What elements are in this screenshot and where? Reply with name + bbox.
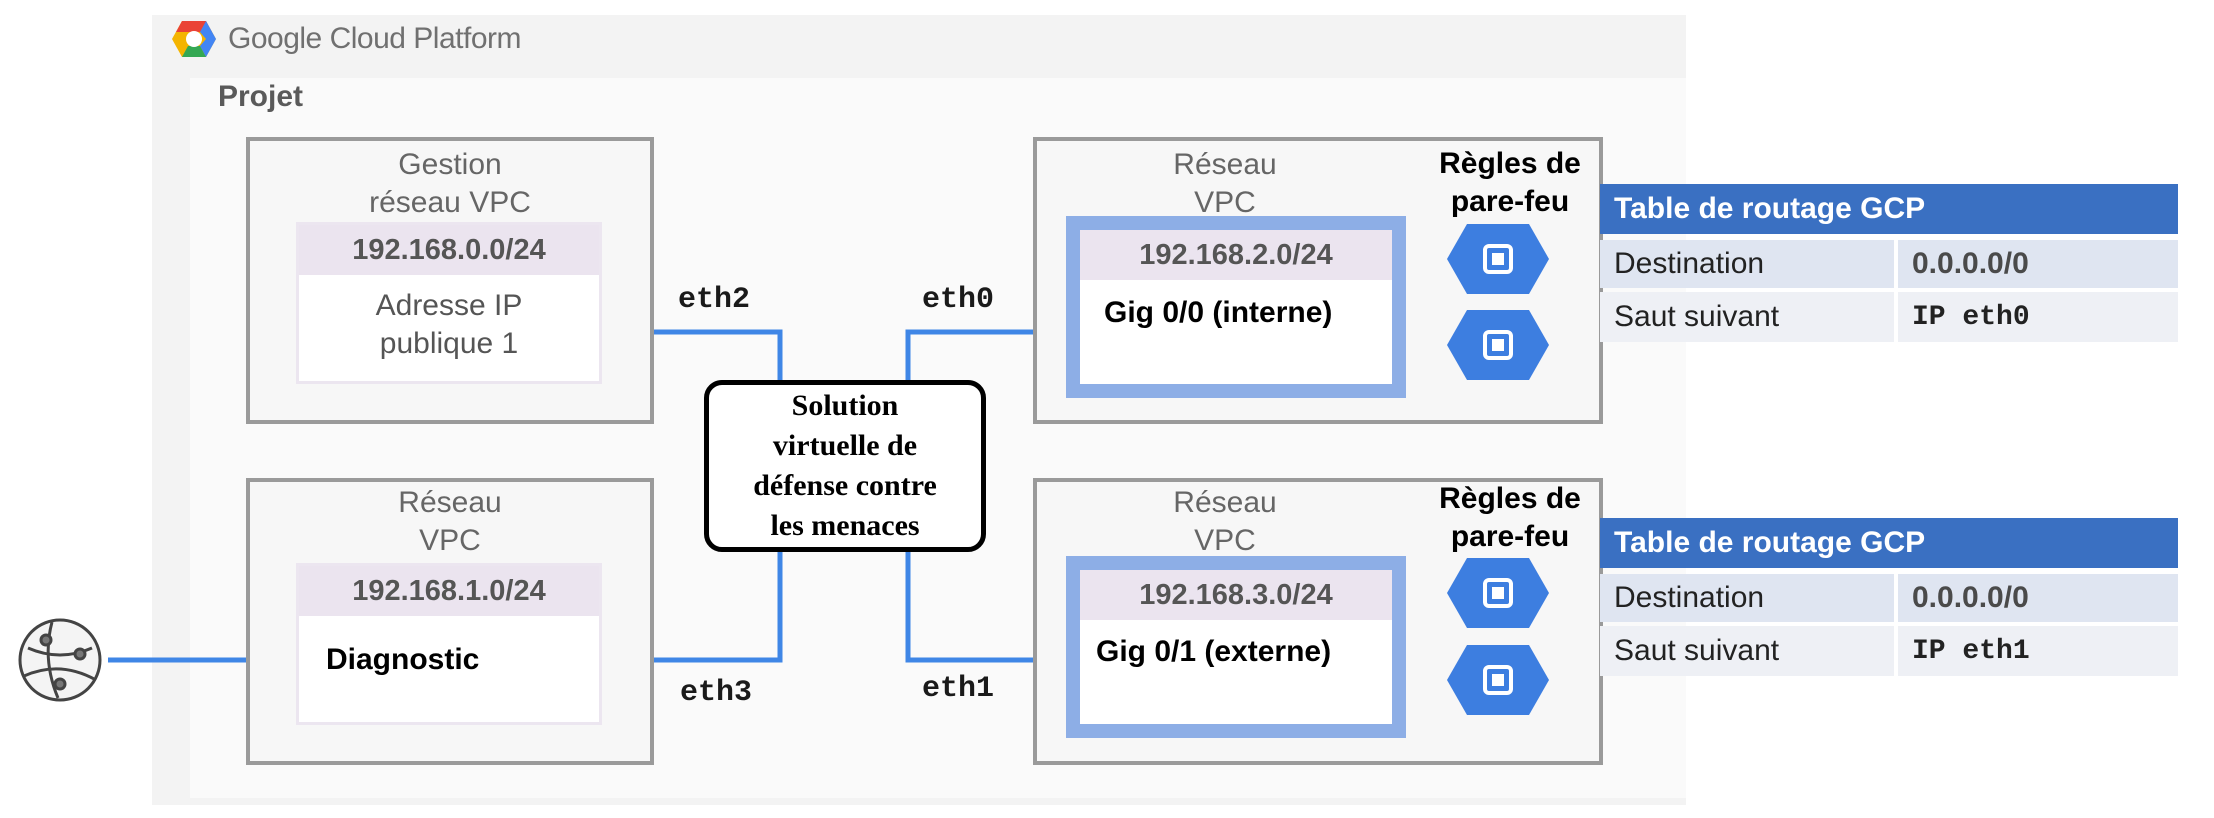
eth1-label: eth1 (922, 672, 995, 706)
firewall-rules-bottom-label: Règles de pare-feu (1439, 482, 1581, 553)
inside-interface-label: Gig 0/0 (interne) (1104, 296, 1333, 329)
route-table-bottom-header: Table de routage GCP (1600, 518, 2178, 568)
eth3-label: eth3 (680, 676, 753, 710)
vpc-inside-title: Réseau VPC (1173, 148, 1277, 219)
compute-instance-icon (1447, 224, 1549, 294)
vpc-outside-title: Réseau VPC (1173, 486, 1277, 557)
eth3-link (600, 552, 783, 663)
eth2-label: eth2 (678, 283, 751, 317)
subnet-management-cidr: 192.168.0.0/24 (299, 225, 599, 275)
route-table-top-next-hop-label: Saut suivant (1600, 292, 1894, 342)
route-table-bottom-destination-label: Destination (1600, 574, 1894, 622)
route-table-bottom: Table de routage GCP Destination 0.0.0.0… (1600, 518, 2178, 680)
subnet-outside-cidr: 192.168.3.0/24 (1080, 570, 1392, 620)
firewall-rules-top-label: Règles de pare-feu (1439, 147, 1581, 218)
project-label: Projet (218, 80, 304, 113)
brand: Google Cloud Platform (170, 18, 522, 60)
route-table-bottom-destination-value: 0.0.0.0/0 (1898, 574, 2178, 622)
eth1-link (905, 552, 1092, 663)
route-table-top-destination-label: Destination (1600, 240, 1894, 288)
compute-instance-icon (1447, 558, 1549, 628)
google-cloud-logo-icon (172, 21, 216, 57)
public-ip-label: Adresse IP publique 1 (375, 289, 523, 360)
vpc-management-title: Gestion réseau VPC (369, 148, 531, 219)
route-table-top-next-hop-value: IP eth0 (1898, 292, 2178, 342)
brand-name: Google Cloud Platform (228, 22, 522, 55)
globe-icon (18, 618, 102, 702)
threat-defense-appliance: Solution virtuelle de défense contre les… (704, 380, 986, 552)
diagnostic-label: Diagnostic (326, 643, 480, 676)
subnet-diagnostic-cidr: 192.168.1.0/24 (299, 566, 599, 616)
route-table-bottom-next-hop-value: IP eth1 (1898, 626, 2178, 676)
eth0-label: eth0 (922, 283, 995, 317)
outside-interface-label: Gig 0/1 (externe) (1096, 635, 1332, 668)
subnet-inside-cidr: 192.168.2.0/24 (1080, 230, 1392, 280)
eth0-link (905, 329, 1088, 380)
vpc-diagnostic-title: Réseau VPC (398, 486, 502, 557)
route-table-top-destination-value: 0.0.0.0/0 (1898, 240, 2178, 288)
compute-instance-icon (1447, 645, 1549, 715)
compute-instance-icon (1447, 310, 1549, 380)
route-table-top-header: Table de routage GCP (1600, 184, 2178, 234)
route-table-top: Table de routage GCP Destination 0.0.0.0… (1600, 184, 2178, 346)
eth2-link (600, 329, 783, 380)
route-table-bottom-next-hop-label: Saut suivant (1600, 626, 1894, 676)
